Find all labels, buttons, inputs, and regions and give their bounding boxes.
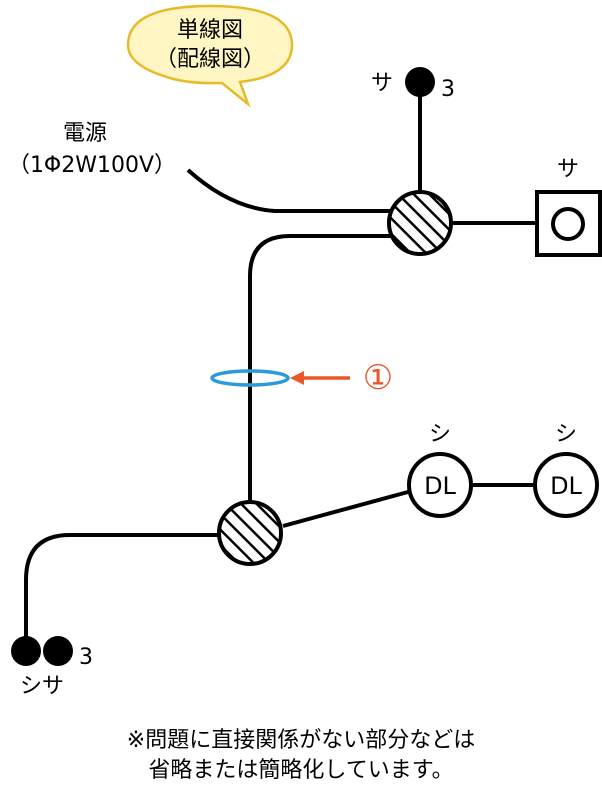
power-feed-wire — [186, 168, 392, 213]
junction-box-top — [387, 190, 453, 256]
downlight-2-text: DL — [550, 472, 582, 500]
downlight-1-label: シ — [429, 422, 451, 447]
downlight-2-label: シ — [555, 422, 577, 447]
wiring-lines — [24, 95, 537, 650]
switch-bottom-label: シサ — [20, 674, 64, 699]
downlight-2-circle — [533, 452, 599, 518]
trunk-wire — [248, 234, 392, 502]
callout-subtitle: （配線図） — [155, 47, 265, 72]
switch-top-label: サ — [371, 71, 393, 96]
power-source-label: 電源 — [63, 121, 107, 146]
callout-bubble: 単線図 （配線図） — [126, 4, 294, 108]
downlight-feed-wire — [282, 490, 409, 528]
outlet-label: サ — [557, 157, 579, 182]
outlet-box — [535, 190, 602, 257]
switch-top-count: 3 — [441, 77, 455, 102]
marker-arrow-head — [290, 371, 304, 385]
outlet-circle — [551, 207, 585, 241]
callout-title: 単線図 — [177, 18, 243, 43]
junction-box-bottom — [217, 500, 283, 566]
note-line-2: 省略または簡略化しています。 — [148, 758, 454, 783]
cable-marker-ring — [210, 369, 290, 387]
callout-shape — [126, 4, 294, 108]
marker-number: ① — [363, 358, 393, 398]
power-source-spec: （1Φ2W100V） — [8, 153, 176, 178]
downlight-1-circle — [407, 452, 473, 518]
switch-bottom-wire — [24, 533, 220, 650]
downlight-1-text: DL — [424, 472, 456, 500]
switch-top-dot — [405, 67, 435, 97]
switch-bottom-dot-2 — [43, 636, 73, 666]
switch-bottom-dot-1 — [11, 636, 41, 666]
note-line-1: ※問題に直接関係がない部分などは — [126, 728, 476, 753]
switch-bottom-count: 3 — [79, 645, 93, 670]
